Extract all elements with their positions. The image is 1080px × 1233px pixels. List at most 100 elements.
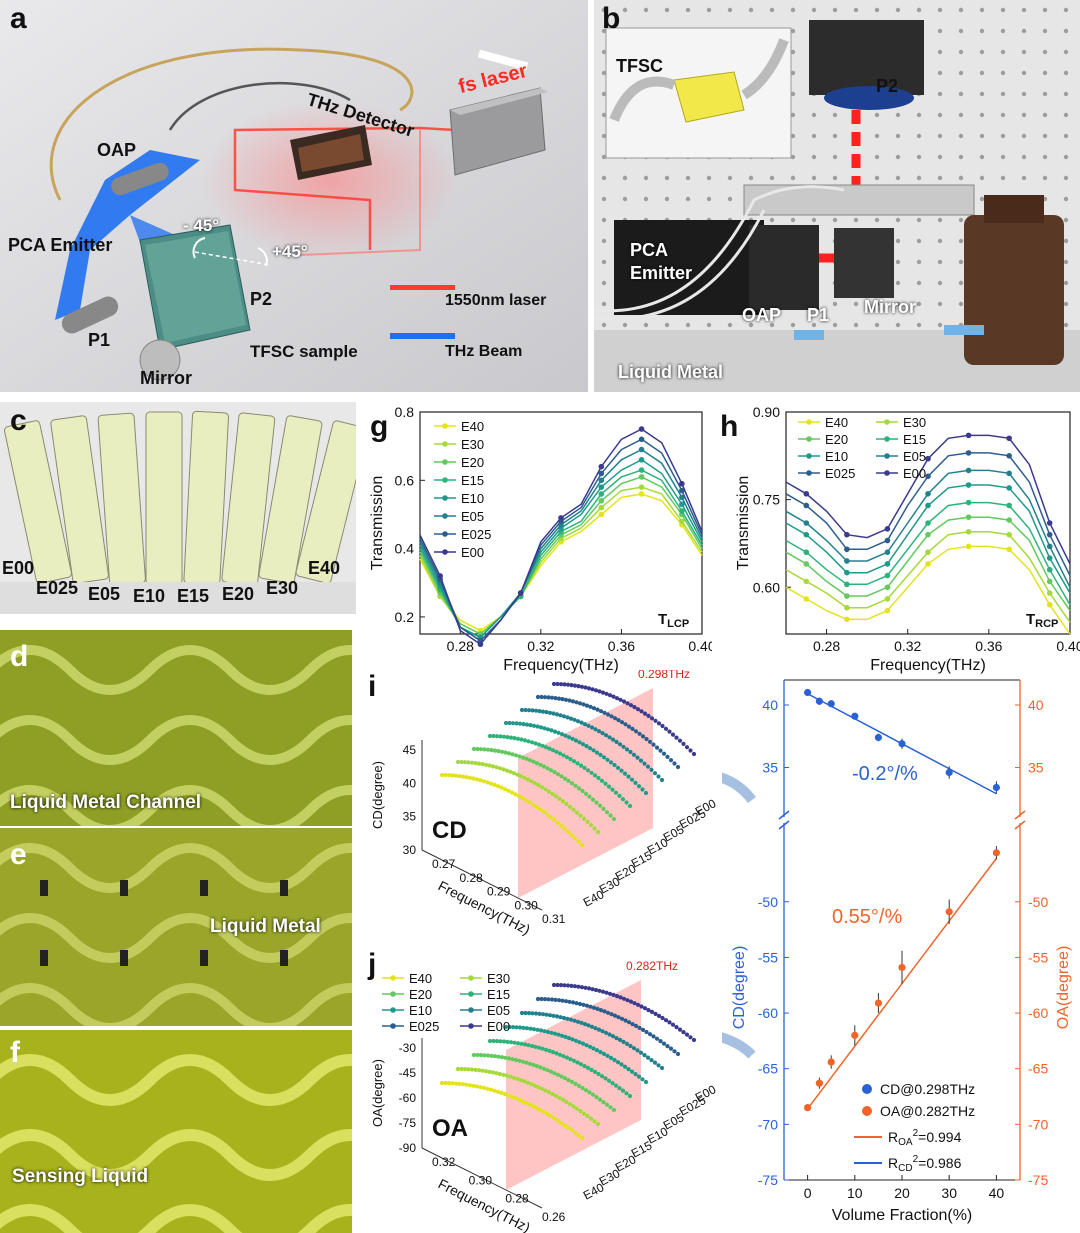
curve-point-e40 (488, 781, 494, 786)
curve-point-e025 (563, 999, 569, 1004)
curve-point-e05 (614, 739, 619, 744)
curve-point-e40 (541, 1109, 546, 1114)
curve-point-e40 (565, 1125, 571, 1130)
curve-point-e15 (624, 800, 629, 805)
curve-point-e20 (482, 1053, 487, 1058)
curve-point-e05 (561, 714, 567, 719)
curve-point-e30 (483, 762, 489, 767)
curve-point-e025 (630, 1022, 635, 1027)
curve-point-e15 (561, 753, 566, 758)
curve-point-e025 (672, 1049, 677, 1054)
curve-point-e10 (531, 723, 537, 728)
caption-sensing-liquid: Sensing Liquid (12, 1166, 149, 1187)
data-point-oa (898, 963, 906, 972)
series-label-e00: E00 (693, 796, 719, 819)
curve-point-e10 (507, 720, 512, 726)
x-tick-label: 0.31 (542, 912, 566, 926)
axis-break (1014, 820, 1026, 830)
curve-point-e15 (494, 734, 500, 739)
data-point-cd (851, 712, 859, 720)
curve-point-e15 (505, 1039, 510, 1044)
curve-point-e40 (551, 1116, 557, 1121)
curve-point-e05 (544, 1012, 549, 1017)
curve-point-e40 (450, 773, 455, 778)
curve-point-e30 (578, 1109, 583, 1114)
curve-point-e05 (572, 1018, 577, 1023)
panel-b-photo (594, 0, 1080, 392)
curve-point-e00 (593, 987, 599, 993)
curve-point-e025 (560, 998, 565, 1003)
curve-point-e20 (580, 788, 585, 794)
curve-point-e025 (602, 710, 607, 715)
curve-point-e20 (503, 750, 508, 755)
legend-h-text: E025 (825, 466, 855, 481)
panel-c-letter: c (10, 404, 27, 437)
curve-point-e10 (629, 777, 635, 782)
curve-point-e30 (529, 1082, 534, 1087)
curve-point-e10 (601, 755, 607, 760)
curve-point-e40 (450, 1081, 455, 1086)
curve-point-e00 (614, 994, 620, 999)
curve-point-e00 (656, 721, 662, 726)
panel-d-letter: d (10, 640, 29, 673)
curve-point-e20 (471, 1052, 477, 1058)
curve-point-e40 (541, 809, 546, 814)
curve-point-e05 (631, 1046, 637, 1051)
curve-point-e10 (594, 1048, 600, 1053)
curve-point-e025 (581, 702, 586, 707)
x-tick-label: 0.28 (505, 1192, 529, 1206)
sample-label-e15: E15 (177, 586, 210, 606)
curve-point-e30 (497, 766, 503, 771)
x-tick-label: 30 (941, 1185, 957, 1201)
curve-point-e30 (501, 767, 506, 772)
curve-point-e40 (502, 1092, 508, 1097)
curve-point-e00 (565, 682, 571, 687)
curve-point-e10 (633, 780, 638, 785)
curve-point-e40 (537, 807, 543, 812)
curve-point-e20 (527, 1061, 533, 1066)
data-point-e05 (598, 477, 605, 484)
curve-point-e30 (588, 823, 594, 828)
curve-point-e20 (513, 1057, 519, 1063)
curve-point-e00 (628, 999, 634, 1004)
curve-point-e025 (640, 1027, 646, 1032)
curve-point-e025 (574, 1001, 579, 1006)
data-point-e30 (965, 528, 972, 535)
legend-g-marker (442, 513, 448, 519)
y-axis-label: Transmission (369, 476, 386, 571)
data-point-oa (815, 1079, 823, 1087)
plot-frame (419, 411, 703, 635)
data-point-e20 (844, 593, 850, 599)
curve-point-e15 (582, 765, 587, 770)
axis-break (778, 810, 790, 820)
curve-point-e30 (574, 810, 580, 815)
panel-i-letter: i (368, 670, 377, 703)
curve-point-e00 (611, 694, 616, 699)
curve-point-e30 (504, 1073, 510, 1078)
data-point-e15 (884, 572, 891, 579)
curve-point-e40 (478, 1085, 483, 1090)
data-point-e00 (884, 526, 891, 532)
curve-point-e05 (614, 1036, 619, 1041)
curve-point-e40 (516, 794, 522, 799)
curve-point-e05 (628, 1043, 633, 1049)
data-point-e30 (679, 518, 685, 525)
curve-point-e20 (531, 759, 536, 764)
curve-point-e10 (577, 740, 582, 745)
curve-point-e05 (572, 717, 577, 722)
data-point-e00 (598, 463, 605, 470)
y-tick-label: 0.4 (395, 541, 415, 557)
curve-point-e025 (591, 706, 597, 711)
curve-point-e00 (618, 995, 623, 1000)
curve-point-e20 (492, 1054, 498, 1059)
curve-point-e10 (598, 752, 603, 757)
curve-point-e05 (551, 711, 556, 716)
curve-point-e40 (499, 1090, 504, 1095)
curve-point-e15 (543, 1047, 549, 1052)
curve-point-e20 (489, 1053, 494, 1058)
curve-point-e30 (595, 829, 601, 835)
curve-point-e025 (553, 696, 558, 701)
y-tick-label-right: -70 (1028, 1116, 1048, 1132)
curve-point-e10 (587, 1044, 593, 1049)
